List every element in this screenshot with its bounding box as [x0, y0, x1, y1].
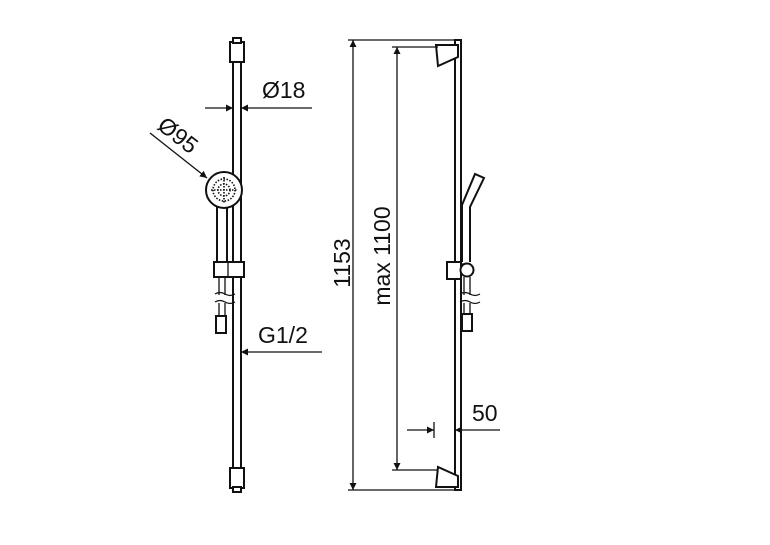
head-diameter-label: Ø95 — [153, 111, 203, 158]
holder-front — [213, 261, 245, 278]
front-view: Ø18 Ø95 G1/2 — [149, 37, 322, 493]
connection-label: G1/2 — [258, 322, 308, 348]
total-height-label: 1153 — [329, 238, 355, 287]
bottom-bracket-side — [434, 465, 459, 488]
wall-distance-label: 50 — [472, 400, 498, 426]
holder-side — [446, 261, 462, 280]
bottom-bracket-front — [229, 467, 245, 489]
rail-diameter-label: Ø18 — [262, 77, 305, 103]
top-bracket-side — [434, 44, 459, 68]
handshower-side — [461, 172, 486, 262]
hose-end-front — [215, 315, 227, 334]
holder-knob — [459, 262, 475, 278]
top-bracket-front — [229, 41, 245, 63]
adjust-height-label: max 1100 — [369, 206, 395, 305]
handle-front — [216, 205, 228, 265]
side-view: 1153 max 1100 50 — [329, 39, 500, 491]
